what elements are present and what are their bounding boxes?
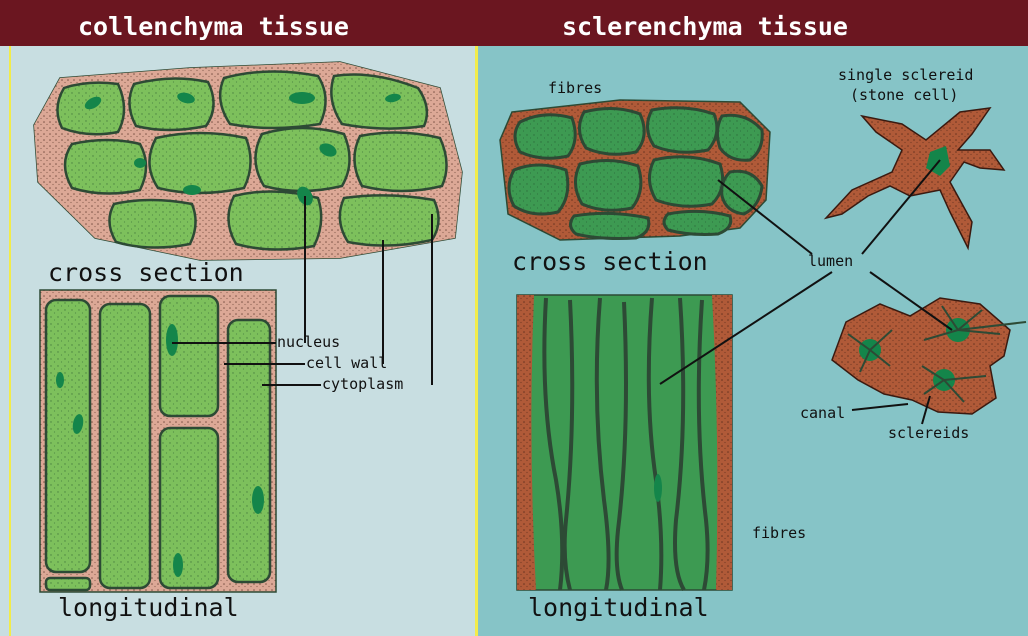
stipple-overlay — [46, 578, 90, 590]
sclerenchyma-title: sclerenchyma tissue — [562, 12, 848, 41]
stipple-overlay — [129, 78, 213, 130]
collenchyma-longitudinal-label: longitudinal — [58, 593, 239, 622]
sclereids-label: sclereids — [888, 424, 969, 442]
single-sclereid-label: single sclereid — [838, 66, 973, 84]
fibres-top-label: fibres — [548, 79, 602, 97]
stipple-overlay — [46, 300, 90, 572]
stipple-overlay — [649, 157, 722, 206]
stipple-overlay — [354, 132, 446, 191]
sclerenchyma-longitudinal-label: longitudinal — [528, 593, 709, 622]
stipple-overlay — [228, 320, 270, 582]
collenchyma-longitudinal — [40, 290, 276, 592]
stipple-overlay — [340, 195, 439, 245]
stipple-overlay — [579, 108, 644, 154]
stipple-overlay — [109, 200, 195, 248]
stipple-overlay — [647, 108, 716, 153]
collenchyma-cross-section — [34, 62, 462, 260]
stipple-overlay — [160, 296, 218, 416]
stipple-overlay — [160, 428, 218, 588]
stipple-overlay — [149, 133, 250, 193]
nucleus-label: nucleus — [277, 333, 340, 351]
stipple-overlay — [100, 304, 150, 588]
stipple-overlay — [509, 165, 568, 214]
sclerenchyma-cross-section — [500, 100, 770, 240]
left-border — [9, 46, 11, 636]
stipple-overlay — [664, 211, 731, 234]
panel-divider — [475, 46, 478, 636]
collenchyma-cross-section-label: cross section — [48, 258, 244, 287]
stipple-overlay — [570, 213, 648, 238]
lumen-label: lumen — [808, 252, 853, 270]
fibres-bottom-label: fibres — [752, 524, 806, 542]
cell-wall-label: cell wall — [306, 354, 387, 372]
cytoplasm-label: cytoplasm — [322, 375, 403, 393]
canal-label: canal — [800, 404, 845, 422]
stipple-overlay — [65, 140, 146, 194]
stone-cell-label: (stone cell) — [850, 86, 958, 104]
sclerenchyma-longitudinal — [517, 295, 732, 590]
sclerenchyma-cross-section-label: cross section — [512, 247, 708, 276]
stipple-overlay — [515, 115, 575, 158]
stipple-overlay — [255, 128, 349, 191]
stipple-overlay — [575, 160, 640, 210]
collenchyma-title: collenchyma tissue — [78, 12, 349, 41]
